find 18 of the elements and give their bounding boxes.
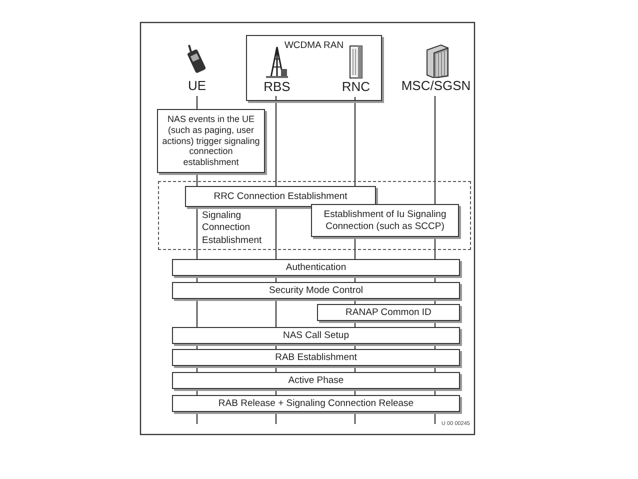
entity-label: UE	[188, 78, 206, 93]
process-box: Authentication	[172, 259, 460, 276]
process-box: RANAP Common ID	[317, 304, 460, 321]
entity-label: RNC	[342, 79, 370, 94]
process-box: RAB Establishment	[172, 349, 460, 366]
process-box: Security Mode Control	[172, 282, 460, 299]
group-title: WCDMA RAN	[283, 40, 345, 51]
process-box: Active Phase	[172, 372, 460, 389]
entity-label: RBS	[264, 79, 290, 94]
ran-group-box	[246, 35, 382, 101]
process-box: Establishment of Iu Signaling Connection (such as SCCP)	[311, 204, 459, 237]
phase-label: Signaling Connection Establishment	[202, 210, 263, 248]
process-box: RRC Connection Establishment	[185, 186, 376, 207]
process-box: RAB Release + Signaling Connection Release	[172, 395, 460, 412]
phase-group-box	[158, 181, 471, 250]
entity-label: MSC/SGSN	[401, 78, 471, 93]
process-box: NAS Call Setup	[172, 327, 460, 344]
note-box: NAS events in the UE (such as paging, user actions) trigger signaling connection establishment	[157, 109, 265, 173]
